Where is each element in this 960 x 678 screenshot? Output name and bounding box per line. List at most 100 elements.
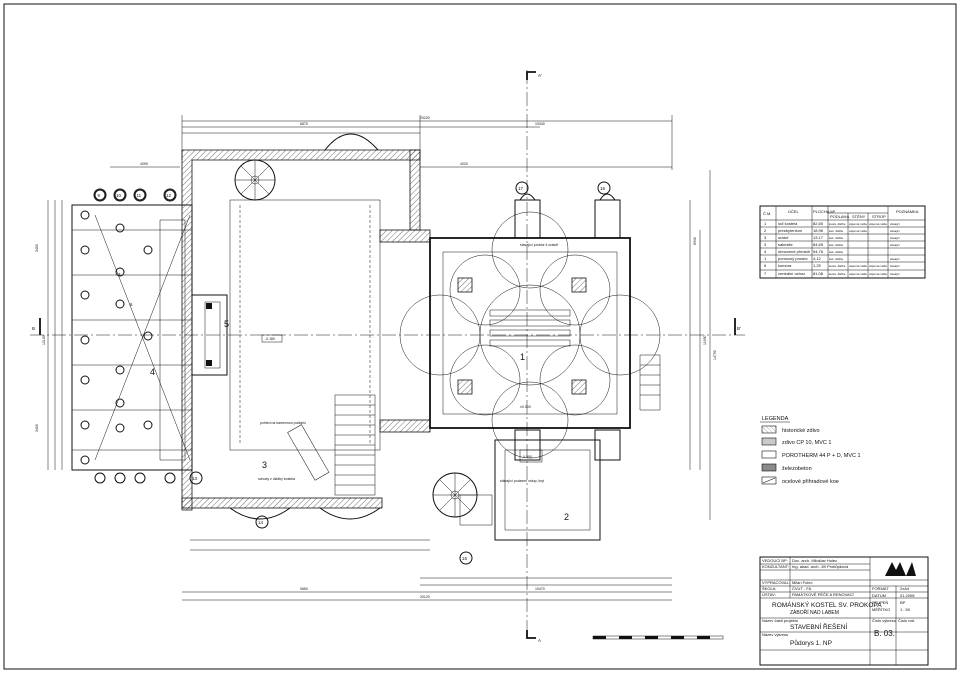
svg-text:stávající: stávající: [890, 264, 900, 268]
dim-top-3: 10340: [535, 122, 545, 126]
east-side-stair: [639, 354, 661, 411]
annotation-floor: pohled na kamennou podlahu: [260, 421, 306, 425]
dim-bottom-2: 10470: [535, 587, 545, 591]
svg-text:-: -: [849, 237, 850, 240]
table-row: 1 loď kostela 82,65 keram. dlažba vápenn…: [764, 221, 900, 226]
tb-value-lead: Doc. arch. Milošlav Hulec: [792, 558, 837, 563]
tb-meta-label-stage: STUPEŇ: [872, 600, 888, 605]
tb-meta-value-date: 01.2008: [900, 593, 915, 598]
dim-right-1: 14790: [713, 350, 717, 360]
svg-text:keram. dlažba: keram. dlažba: [829, 264, 846, 268]
svg-text:2: 2: [764, 228, 767, 233]
section-label-a-bottom: A: [538, 638, 541, 643]
axis-label-17: 17: [518, 186, 524, 191]
tb-project-name: ROMÁNSKÝ KOSTEL SV. PROKOPA: [772, 600, 882, 609]
annotations: stávající prostor k oratoři -0.180 ±0.00…: [258, 243, 559, 483]
tb-meta-label-format: FORMÁT: [872, 586, 889, 591]
table-row: 7 centrální ochoz 81,08 keram. dlažba vá…: [764, 271, 900, 276]
table-row: 3 oratoř 13,17 kam. dlažba - - stávající: [764, 235, 900, 240]
svg-text:-: -: [849, 244, 850, 247]
room-number-3: 3: [262, 460, 267, 470]
svg-text:-: -: [849, 258, 850, 261]
table-header-note: POZNÁMKA: [896, 209, 919, 214]
table-header-purpose: ÚČEL: [788, 209, 799, 214]
svg-text:6: 6: [764, 263, 767, 268]
sheet-frame: [3, 3, 957, 670]
tb-meta-label-date: DATUM: [872, 593, 886, 598]
svg-text:obnovené předsíň: obnovené předsíň: [778, 249, 810, 254]
dim-top-4: 4090: [140, 162, 148, 166]
table-row: 4 obnovené předsíň 54,78 kam. dlažba - -…: [764, 249, 891, 254]
section-label-b-right: B': [737, 326, 741, 331]
scale-bar: [592, 635, 724, 640]
tb-value-consultant: Ing. akad. arch. Jiří Prokůpková: [792, 564, 849, 569]
legend: LEGENDA historické zdivo zdivo CP 10, MV…: [760, 416, 861, 485]
tb-label-school: ŠKOLA:: [762, 586, 776, 591]
svg-text:81,08: 81,08: [813, 271, 824, 276]
svg-text:vápenná malba: vápenná malba: [849, 272, 867, 276]
tb-value-school: ČVUT - FA: [792, 586, 812, 591]
svg-text:stávající: stávající: [890, 222, 900, 226]
tb-label-subject: ÚSTAV:: [762, 592, 776, 597]
annotation-stairs: stávající prostor k oratoři: [520, 243, 559, 247]
svg-text:pomocný prostor: pomocný prostor: [778, 256, 808, 261]
room-number-7: 7: [118, 272, 121, 277]
title-block: VEDOUCÍ BP: Doc. arch. Milošlav Hulec KO…: [759, 556, 929, 666]
svg-text:-: -: [869, 251, 870, 254]
svg-text:3: 3: [764, 235, 767, 240]
svg-text:vápenná malba: vápenná malba: [849, 222, 867, 226]
svg-text:kam. dlažba: kam. dlažba: [829, 257, 844, 261]
dim-left-3: 3400: [35, 424, 39, 432]
svg-text:keram. dlažba: keram. dlažba: [829, 272, 846, 276]
room-number-6: 6: [130, 302, 133, 307]
legend-swatch-historic: [761, 425, 777, 434]
dim-right-3: 6940: [693, 237, 697, 245]
room-labels: 1 2 3 4 5 6 7: [118, 272, 569, 522]
legend-item-steel: ocelové přihradové koe: [782, 479, 839, 485]
svg-text:84,65: 84,65: [813, 242, 824, 247]
nave-stair: [287, 394, 376, 496]
svg-text:vápenná malba: vápenná malba: [869, 264, 887, 268]
svg-text:-: -: [869, 244, 870, 247]
room-number-4: 4: [150, 367, 155, 377]
annotation-stair: schody z dlažby kostela: [258, 477, 295, 481]
annotation-level-2: ±0.000: [520, 405, 531, 409]
room-number-1: 1: [520, 352, 525, 362]
svg-text:kam. dlažba: kam. dlažba: [829, 250, 844, 254]
tb-label-drawing-no: Číslo výkresu: [872, 618, 896, 623]
svg-text:stávající: stávající: [890, 257, 900, 261]
table-header-area: PLOCHA M²: [813, 209, 836, 214]
tb-value-author: Milan Fulec: [792, 580, 812, 585]
east-towers: [514, 193, 621, 461]
svg-text:4: 4: [764, 249, 767, 254]
annotation-level-1: -0.180: [265, 337, 275, 341]
tb-label-consultant: KONZULTANT:: [762, 564, 789, 569]
south-arch-2: [319, 507, 381, 520]
section-label-b-left: B: [32, 326, 35, 331]
svg-text:13,17: 13,17: [813, 235, 824, 240]
svg-text:7: 7: [764, 271, 767, 276]
axis-label-11: 11: [137, 193, 142, 198]
axis-label-13: 13: [192, 476, 198, 481]
section-arrow-a-top: [526, 71, 536, 80]
tb-meta-value-format: 2xA4: [900, 586, 910, 591]
dim-right-2: 11690: [703, 335, 707, 345]
dim-left-1: 3450: [35, 244, 39, 252]
top-dimension-chains: 20220 6870 10340 4090 4020: [110, 115, 673, 170]
legend-item-porotherm: POROTHERM 44 P + D, MVC 1: [782, 453, 861, 459]
svg-text:loď kostela: loď kostela: [778, 221, 798, 226]
dim-top-2: 6870: [300, 122, 308, 126]
svg-text:vápenná malba: vápenná malba: [849, 229, 867, 233]
tb-value-part: STAVEBNÍ ŘEŠENÍ: [790, 622, 847, 631]
legend-swatch-concrete: [761, 463, 777, 472]
legend-item-concrete: železobeton: [782, 466, 812, 472]
svg-text:1: 1: [764, 256, 767, 261]
tb-meta-value-scale: 1 : 50: [900, 607, 911, 612]
svg-text:stávající: stávající: [890, 243, 900, 247]
axis-bubbles: 9 10 11 12 13 14 15 16 17: [93, 181, 611, 565]
svg-text:kam. dlažba: kam. dlažba: [829, 243, 844, 247]
axis-label-9: 9: [98, 193, 101, 198]
svg-text:-: -: [890, 251, 891, 254]
svg-text:vápenná malba: vápenná malba: [869, 272, 887, 276]
svg-text:kam. dlažba: kam. dlažba: [829, 236, 844, 240]
